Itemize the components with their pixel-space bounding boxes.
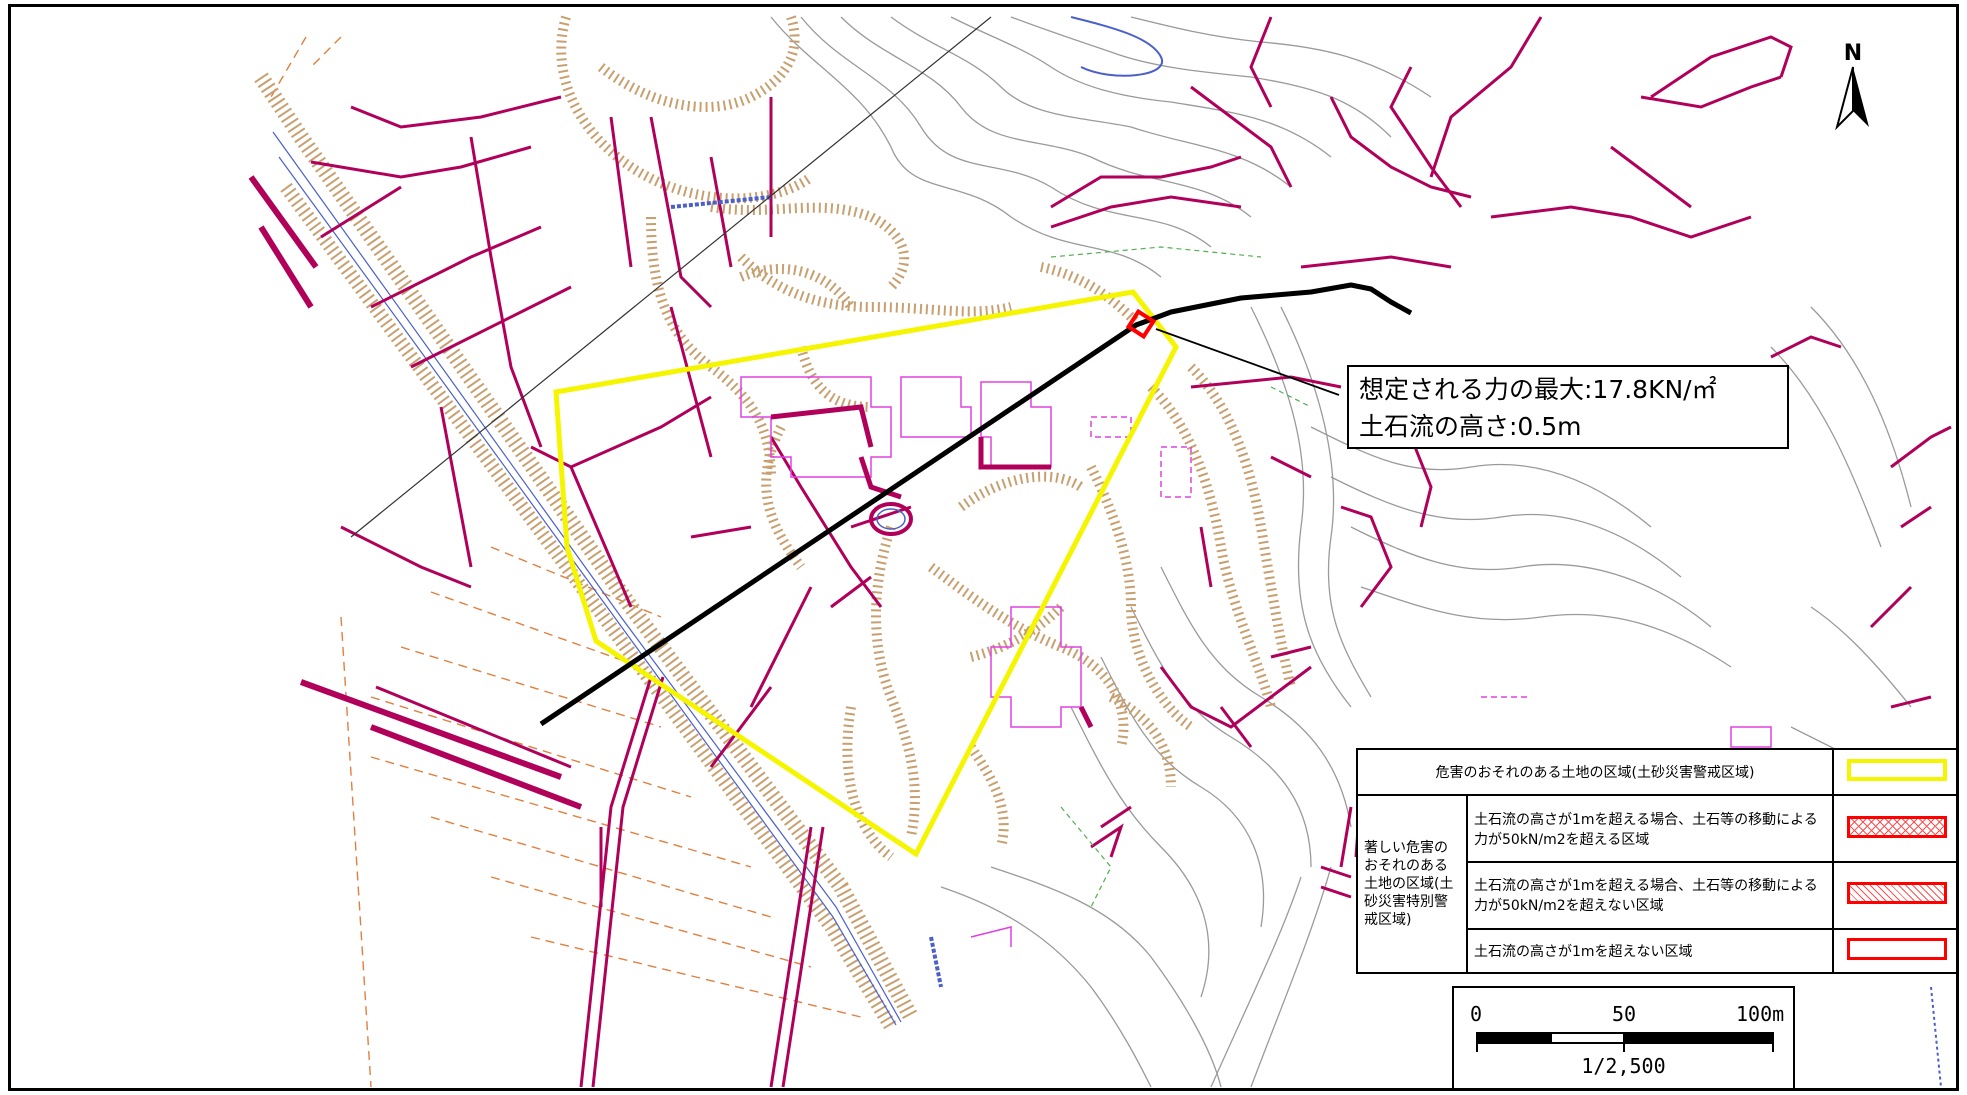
contour-lines xyxy=(770,16,1932,1088)
hazard-map xyxy=(248,15,1952,1088)
legend-row-warning: 危害のおそれのある土地の区域(土砂災害警戒区域) xyxy=(1356,747,1956,797)
swatch-red-outline xyxy=(1846,937,1947,960)
legend-group-label: 著しい危害のおそれのある土地の区域(土砂災害特別警戒区域) xyxy=(1356,794,1468,974)
legend-row2-desc: 土石流の高さが1mを超える場合、土石等の移動による力が50kN/m2を超える区域 xyxy=(1466,794,1834,863)
legend-table: 危害のおそれのある土地の区域(土砂災害警戒区域) 著しい危害のおそれのある土地の… xyxy=(1356,747,1956,975)
parcel-lines xyxy=(310,16,1952,1088)
building-walls xyxy=(770,404,1094,729)
legend-row-cross: 著しい危害のおそれのある土地の区域(土砂災害特別警戒区域) 土石流の高さが1mを… xyxy=(1356,794,1956,974)
scale-ratio: 1/2,500 xyxy=(1581,1054,1666,1078)
survey-line xyxy=(350,16,992,538)
callout-leader-line xyxy=(1155,328,1340,396)
callout-max-force: 想定される力の最大:17.8KN/㎡ xyxy=(1359,375,1717,404)
legend-row3-desc: 土石流の高さが1mを超える場合、土石等の移動による力が50kN/m2を超えない区… xyxy=(1466,861,1834,930)
scale-max: 100m xyxy=(1736,1002,1785,1026)
legend-warning-label: 危害のおそれのある土地の区域(土砂災害警戒区域) xyxy=(1356,747,1834,797)
legend: 危害のおそれのある土地の区域(土砂災害警戒区域) 著しい危害のおそれのある土地の… xyxy=(1356,747,1956,975)
scale-mid: 50 xyxy=(1612,1002,1637,1026)
scale-zero: 0 xyxy=(1470,1002,1483,1026)
map-frame: N 想定される力の最大:17.8KN/㎡ 土石流の高さ:0.5m 危害のおそれの… xyxy=(8,4,1959,1091)
north-letter: N xyxy=(1843,41,1863,66)
scale-bar-box: 0 50 100m 1/2,500 xyxy=(1452,986,1795,1088)
callout-flow-height: 土石流の高さ:0.5m xyxy=(1359,412,1582,441)
waterways xyxy=(670,16,1942,1088)
legend-row-outline: 土石流の高さが1mを超えない区域 xyxy=(1357,927,1956,975)
green-dashed-lines xyxy=(1050,246,1312,908)
debris-flow-line xyxy=(539,282,1413,727)
special-zone-marker xyxy=(1125,308,1157,340)
swatch-red-hatch xyxy=(1846,882,1947,905)
warning-zone-outline xyxy=(553,289,1179,858)
main-road xyxy=(254,72,919,1031)
scale-bar xyxy=(1476,1032,1774,1044)
swatch-yellow xyxy=(1846,759,1947,782)
callout-box: 想定される力の最大:17.8KN/㎡ 土石流の高さ:0.5m xyxy=(1347,365,1789,449)
north-arrow: N xyxy=(1833,43,1873,138)
pond xyxy=(869,502,913,536)
parcel-lines-thick xyxy=(248,175,583,810)
north-arrow-icon xyxy=(1835,66,1869,131)
legend-row4-desc: 土石流の高さが1mを超えない区域 xyxy=(1466,927,1834,975)
legend-row-hatch: 土石流の高さが1mを超える場合、土石等の移動による力が50kN/m2を超えない区… xyxy=(1357,861,1956,930)
swatch-red-crosshatch xyxy=(1846,815,1947,838)
